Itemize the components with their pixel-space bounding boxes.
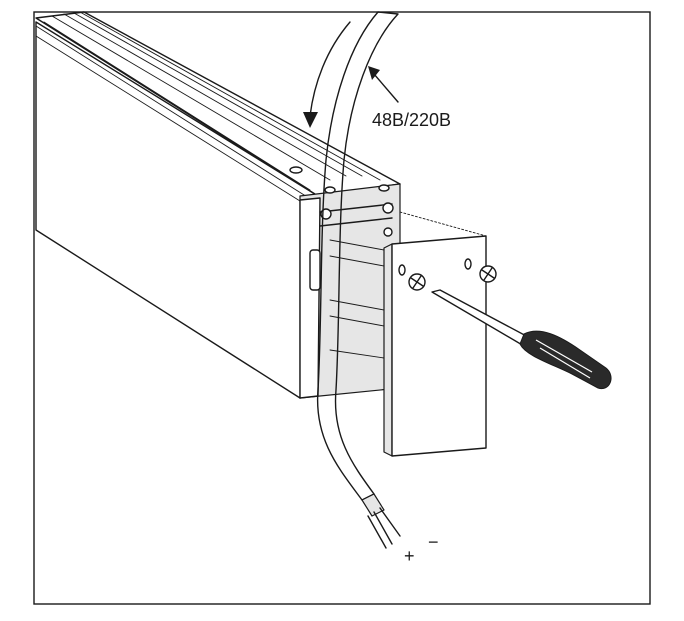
polarity-plus-label: + xyxy=(404,546,415,566)
cable-out-arrow xyxy=(368,66,399,103)
cable-in-arrow xyxy=(303,21,351,128)
voltage-label: 48B/220B xyxy=(372,110,451,130)
aluminium-profile xyxy=(35,11,401,399)
screw-icon xyxy=(479,265,497,283)
polarity-minus-label: − xyxy=(428,532,439,552)
screw-icon xyxy=(408,273,426,291)
power-cable xyxy=(316,11,401,549)
end-cap-plate xyxy=(383,211,487,457)
screwdriver-icon xyxy=(431,289,612,390)
